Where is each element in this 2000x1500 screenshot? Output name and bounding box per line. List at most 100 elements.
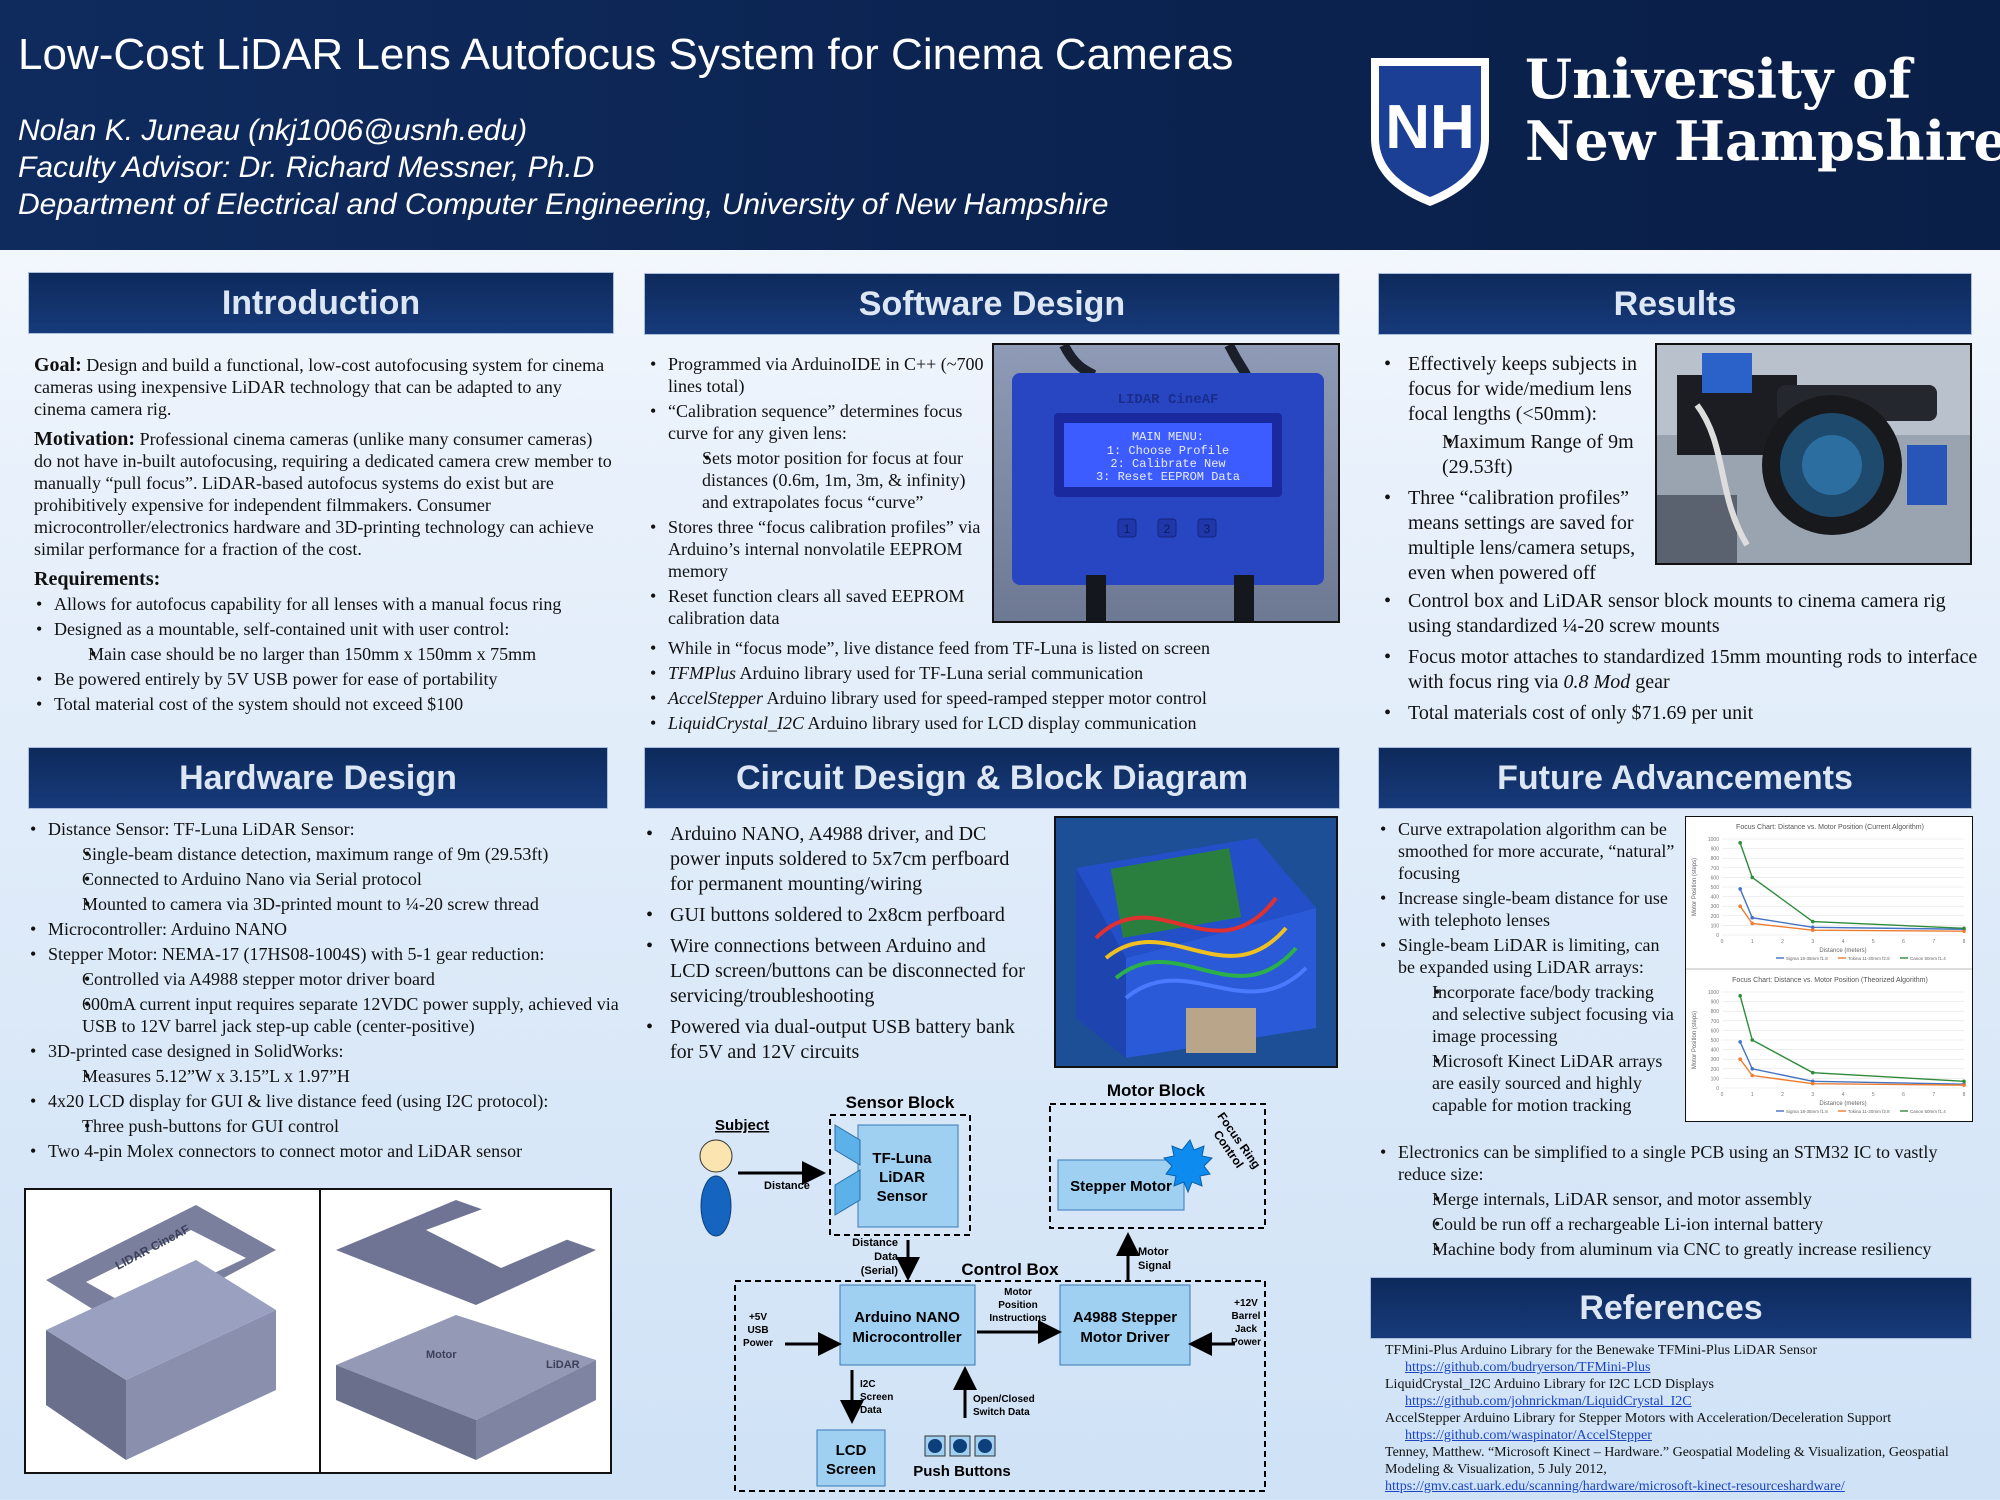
list-item: 4x20 LCD display for GUI & live distance… xyxy=(28,1090,628,1137)
series-line xyxy=(1739,1041,1965,1085)
list-item: Microcontroller: Arduino NANO xyxy=(28,918,628,940)
data-point xyxy=(1738,1057,1742,1061)
data-point xyxy=(1810,1081,1815,1086)
x-tick-label: 5 xyxy=(1872,939,1875,945)
list-item: Total material cost of the system should… xyxy=(34,693,614,715)
data-point xyxy=(1962,926,1966,931)
data-point xyxy=(1738,841,1742,845)
software-body-bottom: While in “focus mode”, live distance fee… xyxy=(648,637,1338,737)
faculty-advisor: Faculty Advisor: Dr. Richard Messner, Ph… xyxy=(18,151,595,184)
svg-text:3: Reset EEPROM Data: 3: Reset EEPROM Data xyxy=(1096,470,1240,484)
list-item: Stepper Motor: NEMA-17 (17HS08-1004S) wi… xyxy=(28,943,628,1037)
list-item: Controlled via A4988 stepper motor drive… xyxy=(48,968,628,990)
list-item: Distance Sensor: TF-Luna LiDAR Sensor: S… xyxy=(28,818,628,915)
reference-item: Tenney, Matthew. “Microsoft Kinect – Har… xyxy=(1385,1445,1949,1477)
list-item: Powered via dual-output USB battery bank… xyxy=(640,1015,1030,1065)
data-point xyxy=(1738,887,1742,891)
series-line xyxy=(1739,888,1965,930)
x-tick-label: 7 xyxy=(1932,939,1935,945)
y-tick-label: 400 xyxy=(1711,1048,1720,1054)
svg-text:MAIN MENU:: MAIN MENU: xyxy=(1132,430,1204,444)
x-tick-label: 4 xyxy=(1842,939,1845,945)
y-tick-label: 600 xyxy=(1711,875,1720,881)
camera-rig-photo xyxy=(1655,343,1972,565)
data-point xyxy=(1750,875,1755,880)
push-button-icon xyxy=(928,1439,942,1453)
legend-entry: Sigma 18-35mm f1.8 xyxy=(1786,956,1828,961)
svg-text:Power: Power xyxy=(743,1338,773,1349)
chart-title: Focus Chart: Distance vs. Motor Position… xyxy=(1732,977,1928,984)
data-point xyxy=(1962,929,1966,933)
y-axis-label: Motor Position (steps) xyxy=(1692,1011,1698,1069)
data-point xyxy=(1810,919,1815,924)
list-item: Increase single-beam distance for use wi… xyxy=(1378,887,1678,931)
list-item: Curve extrapolation algorithm can be smo… xyxy=(1378,818,1678,884)
list-item: 3D-printed case designed in SolidWorks: … xyxy=(28,1040,628,1087)
motivation-paragraph: Motivation: Professional cinema cameras … xyxy=(34,428,612,559)
svg-text:Switch Data: Switch Data xyxy=(973,1407,1030,1418)
list-item: Three push-buttons for GUI control xyxy=(48,1115,628,1137)
block-diagram: Subject Distance Sensor Block TF-Luna Li… xyxy=(699,1081,1266,1492)
list-item: Designed as a mountable, self-contained … xyxy=(34,618,614,665)
data-point xyxy=(1750,915,1755,920)
list-item: Allows for autofocus capability for all … xyxy=(34,593,614,615)
list-item: Wire connections between Arduino and LCD… xyxy=(640,934,1030,1009)
results-heading: Results xyxy=(1378,273,1972,335)
reference-link[interactable]: https://github.com/waspinator/AccelStepp… xyxy=(1405,1428,1652,1443)
subject-label: Subject xyxy=(715,1117,769,1134)
stepper-motor-block xyxy=(1057,1159,1185,1211)
y-tick-label: 800 xyxy=(1711,856,1720,862)
list-item: Machine body from aluminum via CNC to gr… xyxy=(1398,1238,1978,1260)
svg-text:Distance: Distance xyxy=(852,1237,898,1249)
future-body-bottom: Electronics can be simplified to a singl… xyxy=(1378,1141,1978,1263)
legend-entry: Canon 50mm f1.4 xyxy=(1910,1109,1946,1114)
svg-text:2: Calibrate New: 2: Calibrate New xyxy=(1110,457,1226,471)
x-tick-label: 7 xyxy=(1932,1092,1935,1098)
svg-text:TF-Luna: TF-Luna xyxy=(872,1150,932,1167)
data-point xyxy=(1750,1038,1755,1042)
legend-entry: Tokina 11-20mm f2.8 xyxy=(1848,1109,1890,1114)
list-item: LiquidCrystal_I2C Arduino library used f… xyxy=(648,712,1338,734)
list-item: GUI buttons soldered to 2x8cm perfboard xyxy=(640,903,1030,928)
y-tick-label: 300 xyxy=(1711,1057,1720,1063)
list-item: Effectively keeps subjects in focus for … xyxy=(1378,352,1650,480)
data-point xyxy=(1810,925,1815,930)
list-item: AccelStepper Arduino library used for sp… xyxy=(648,687,1338,709)
data-point xyxy=(1738,994,1742,998)
cad-render-image: LIDAR CineAF Motor LiDAR xyxy=(24,1188,612,1474)
x-tick-label: 1 xyxy=(1751,939,1754,945)
svg-text:I2C: I2C xyxy=(860,1379,876,1390)
x-tick-label: 5 xyxy=(1872,1092,1875,1098)
y-tick-label: 900 xyxy=(1711,847,1720,853)
list-item: TFMPlus Arduino library used for TF-Luna… xyxy=(648,662,1338,684)
y-tick-label: 1000 xyxy=(1708,837,1719,843)
y-tick-label: 0 xyxy=(1716,1086,1719,1092)
results-body-bottom: Control box and LiDAR sensor block mount… xyxy=(1378,589,1978,732)
y-tick-label: 700 xyxy=(1711,1019,1720,1025)
data-point xyxy=(1750,1073,1755,1078)
svg-text:Data: Data xyxy=(860,1405,882,1416)
list-item: Control box and LiDAR sensor block mount… xyxy=(1378,589,1978,639)
subject-body-icon xyxy=(700,1175,732,1237)
svg-text:A4988 Stepper: A4988 Stepper xyxy=(1073,1309,1177,1326)
x-tick-label: 0 xyxy=(1721,1092,1724,1098)
reference-link[interactable]: https://github.com/johnrickman/LiquidCry… xyxy=(1405,1394,1692,1409)
svg-text:Motor: Motor xyxy=(1004,1287,1032,1298)
y-tick-label: 700 xyxy=(1711,866,1720,872)
svg-text:(Serial): (Serial) xyxy=(861,1265,899,1277)
svg-text:Screen: Screen xyxy=(860,1392,893,1403)
list-item: Two 4-pin Molex connectors to connect mo… xyxy=(28,1140,628,1162)
data-point xyxy=(1738,904,1742,908)
x-tick-label: 3 xyxy=(1811,939,1814,945)
chart-title: Focus Chart: Distance vs. Motor Position… xyxy=(1736,824,1924,831)
reference-link[interactable]: https://github.com/budryerson/TFMini-Plu… xyxy=(1405,1360,1651,1375)
svg-text:Motor Driver: Motor Driver xyxy=(1080,1329,1169,1346)
y-tick-label: 800 xyxy=(1711,1009,1720,1015)
legend-entry: Tokina 11-20mm f2.8 xyxy=(1848,956,1890,961)
y-axis-label: Motor Position (steps) xyxy=(1692,858,1698,916)
reference-link[interactable]: https://gmv.cast.uark.edu/scanning/hardw… xyxy=(1385,1479,1845,1494)
requirements-label: Requirements: xyxy=(34,568,161,590)
unh-wordmark: University of New Hampshire xyxy=(1525,47,2000,173)
arduino-block xyxy=(839,1284,976,1366)
list-item: Incorporate face/body tracking and selec… xyxy=(1398,981,1678,1047)
